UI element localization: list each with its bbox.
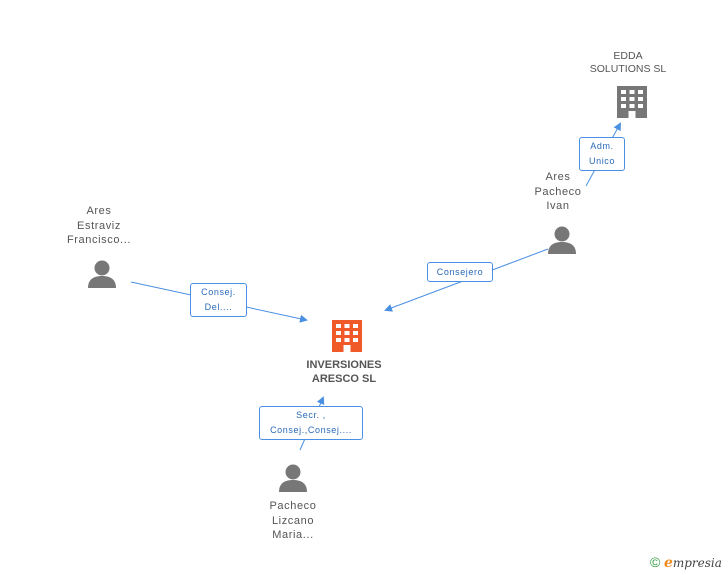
pacheco-lizcano-person-icon[interactable] xyxy=(279,464,307,493)
ares-estraviz-label-line-3: Francisco... xyxy=(66,234,132,246)
edda-company-icon[interactable] xyxy=(617,86,647,118)
ares-pacheco-label-line-3: Ivan xyxy=(546,200,570,212)
empresia-logo: empresia xyxy=(663,555,722,571)
ares-estraviz-person-icon[interactable] xyxy=(88,260,116,289)
ares-estraviz-label-line-2: Estraviz xyxy=(77,219,121,232)
ares-pacheco-person-icon[interactable] xyxy=(548,226,576,255)
edge-label-adm-unico-line-2: Unico xyxy=(588,156,615,166)
pacheco-lizcano-label[interactable]: Pacheco Lizcano Maria... xyxy=(243,499,343,543)
edge-label-adm-unico-line-1: Adm. xyxy=(590,141,614,151)
edda-label-line-2: SOLUTIONS SL xyxy=(589,63,667,75)
edge-label-consejero-line-1: Consejero xyxy=(436,267,484,277)
edge-label-secr[interactable]: Secr. , Consej.,Consej.... xyxy=(259,406,363,440)
ares-pacheco-label-line-1: Ares xyxy=(545,171,571,183)
copyright-icon: © xyxy=(650,554,661,570)
edge-label-consej-del[interactable]: Consej. Del.... xyxy=(190,283,247,317)
inversiones-company-icon[interactable] xyxy=(332,320,362,352)
ares-estraviz-label[interactable]: Ares Estraviz Francisco... xyxy=(49,204,149,248)
ares-pacheco-label[interactable]: Ares Pacheco Ivan xyxy=(518,170,598,214)
inversiones-label-line-1: INVERSIONES xyxy=(306,359,382,371)
edge-label-consej-del-line-1: Consej. xyxy=(201,287,236,297)
pacheco-lizcano-label-line-2: Lizcano xyxy=(271,514,315,527)
inversiones-label[interactable]: INVERSIONES ARESCO SL xyxy=(284,358,404,386)
edge-label-secr-line-2: Consej.,Consej.... xyxy=(270,425,352,435)
edge-label-adm-unico[interactable]: Adm. Unico xyxy=(579,137,625,171)
empresia-footer[interactable]: © empresia xyxy=(650,554,722,574)
edda-label[interactable]: EDDA SOLUTIONS SL xyxy=(578,50,678,76)
pacheco-lizcano-label-line-3: Maria... xyxy=(272,529,314,541)
inversiones-label-line-2: ARESCO SL xyxy=(311,373,377,385)
edge-label-secr-line-1: Secr. , xyxy=(296,410,326,420)
ares-pacheco-label-line-2: Pacheco xyxy=(534,185,582,198)
empresia-logo-initial: e xyxy=(663,555,673,571)
ares-estraviz-label-line-1: Ares xyxy=(86,205,112,217)
edge-label-consej-del-line-2: Del.... xyxy=(204,302,233,312)
edda-label-line-1: EDDA xyxy=(613,50,643,62)
pacheco-lizcano-label-line-1: Pacheco xyxy=(269,500,317,512)
edge-label-consejero[interactable]: Consejero xyxy=(427,262,493,282)
empresia-logo-text: mpresia xyxy=(672,556,722,570)
